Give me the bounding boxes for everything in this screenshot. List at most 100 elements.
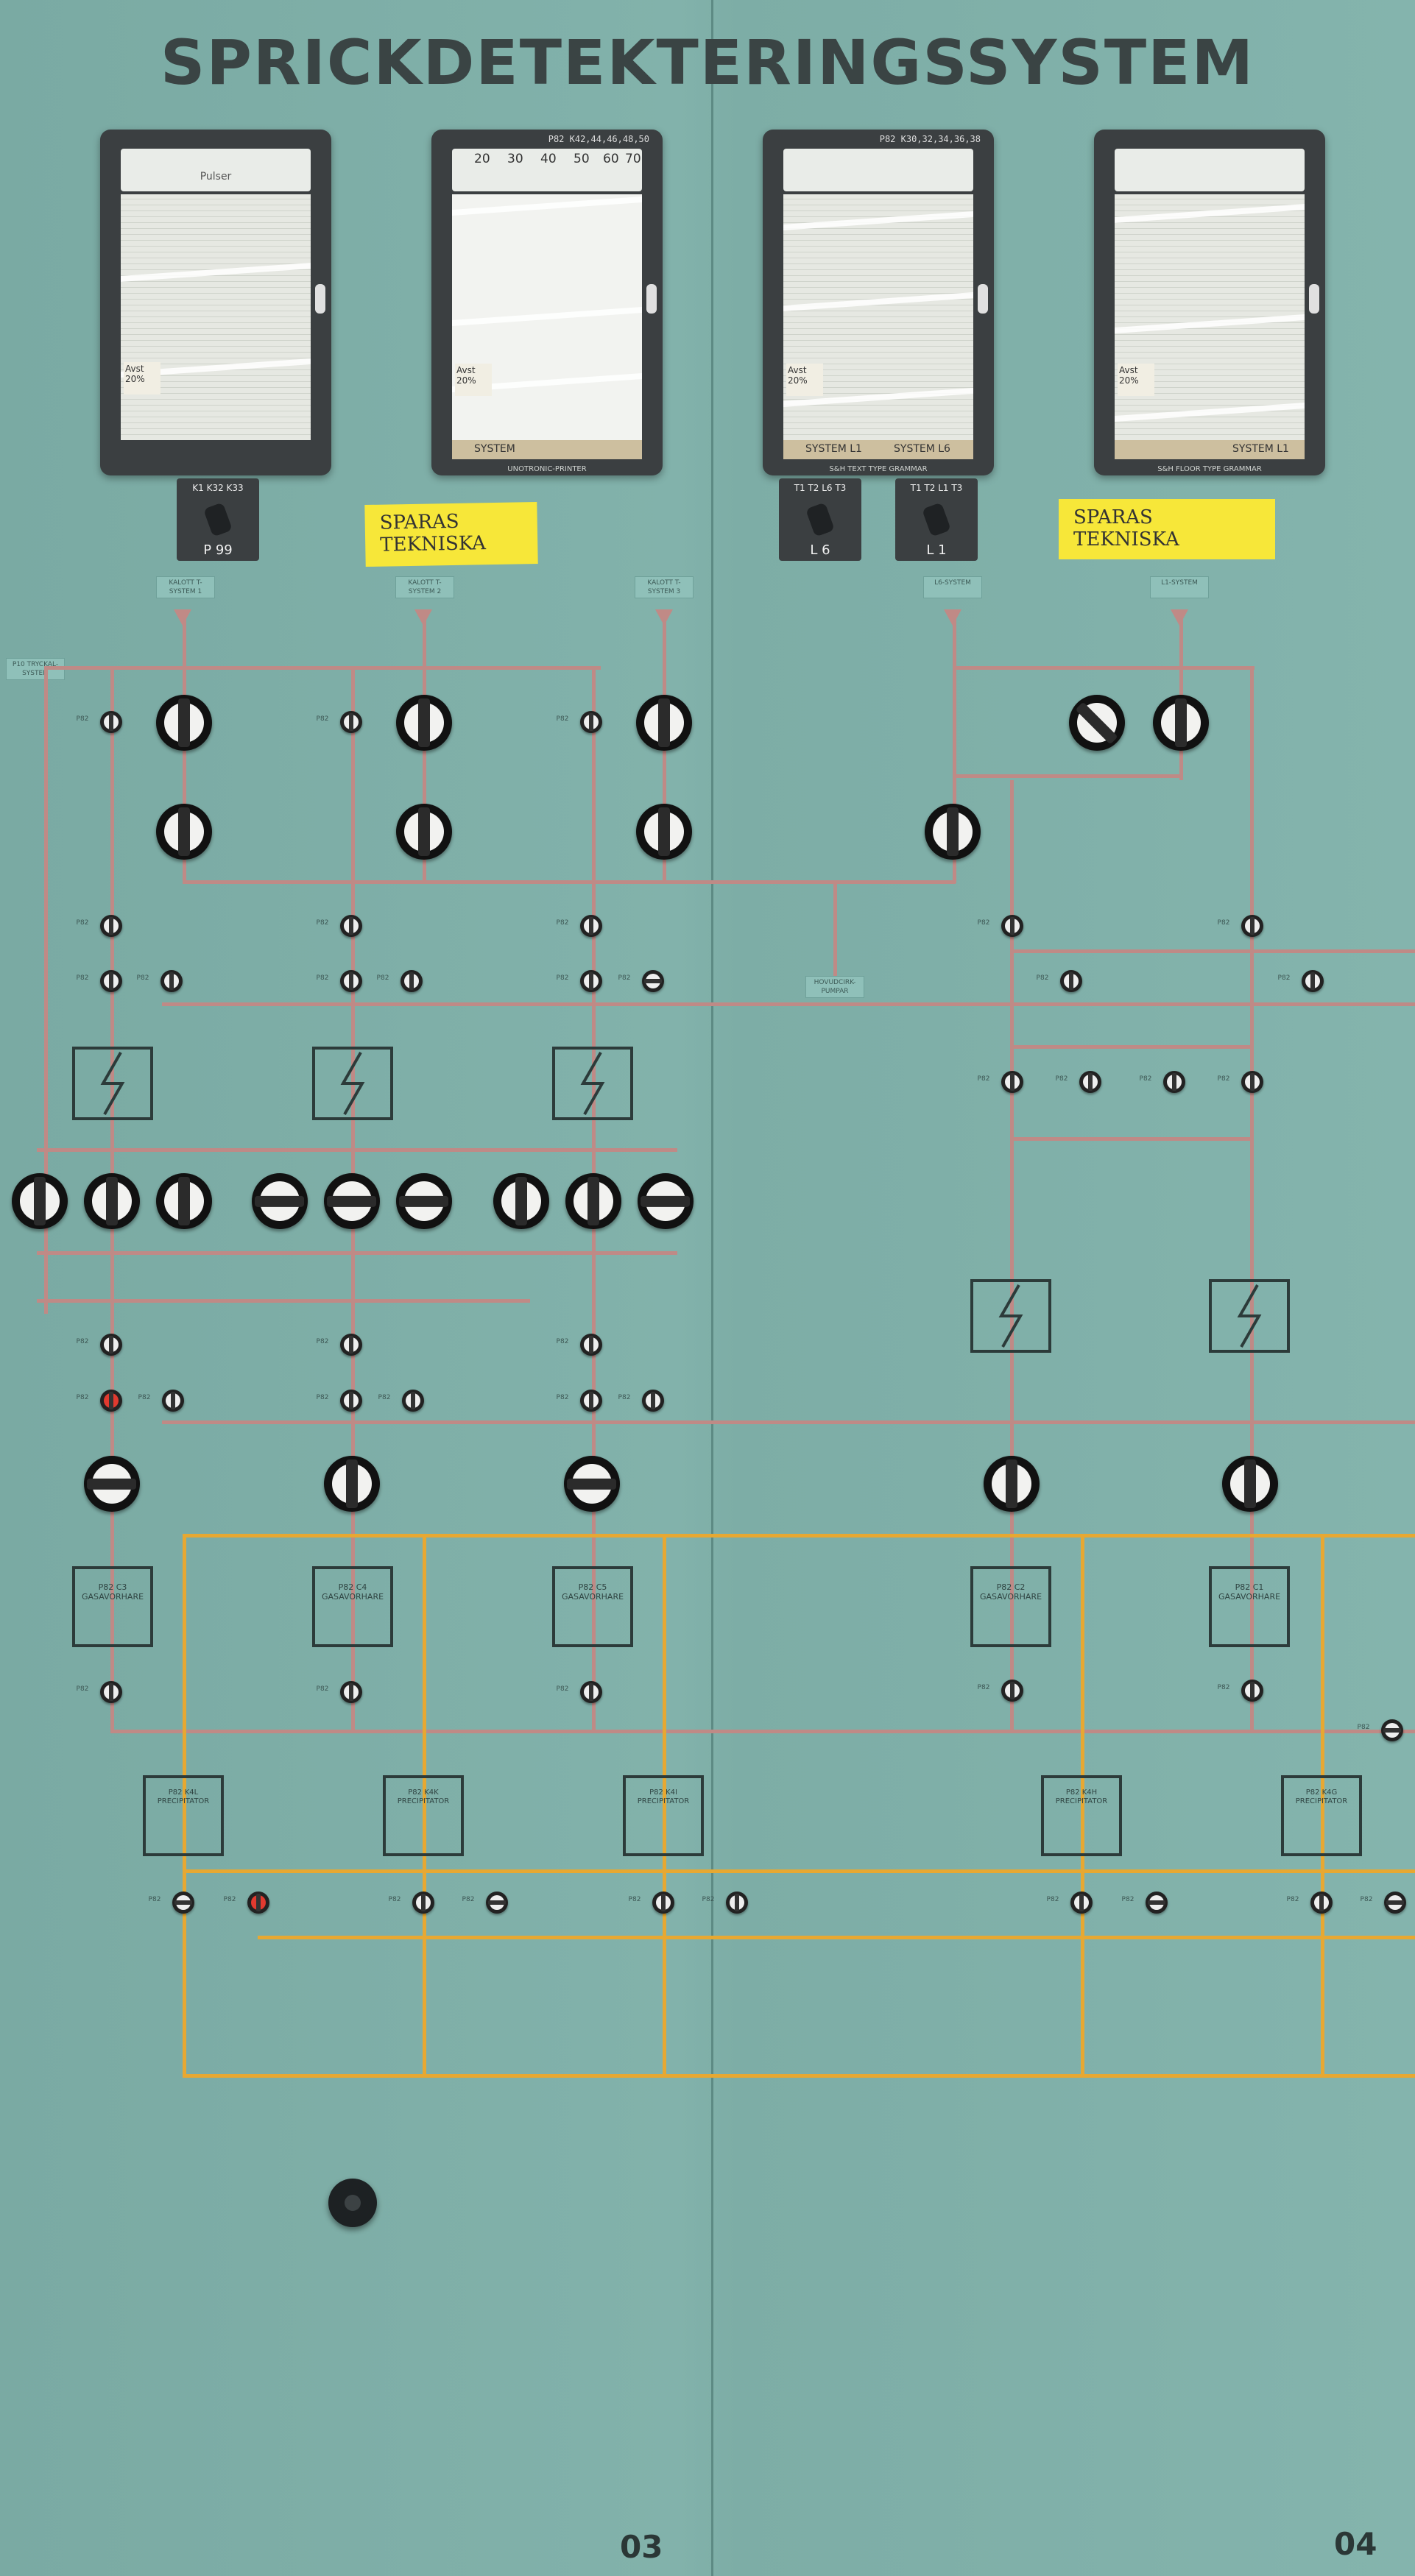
valve-tag-label: P82 [462,1896,475,1903]
valve-mid[interactable] [493,1173,549,1229]
small-valve[interactable] [486,1892,508,1914]
small-valve[interactable] [162,1390,184,1412]
valve-tag-label: P82 [618,974,631,982]
small-valve[interactable] [100,970,122,992]
small-valve[interactable] [100,915,122,937]
valve-mid[interactable] [565,1173,621,1229]
valve-upper-l6[interactable] [1069,695,1125,751]
small-valve[interactable] [1241,1071,1263,1093]
valve-mid[interactable] [638,1173,694,1229]
small-valve[interactable] [340,970,362,992]
valve-tag-label: P82 [378,1394,391,1401]
recorder-latch[interactable] [978,284,988,314]
precipitator: P82 K4K PRECIPITATOR [383,1775,464,1856]
selector-switch-l1[interactable]: T1 T2 L1 T3 L 1 [895,478,978,561]
valve-tag-label: P82 [556,1338,569,1345]
small-valve[interactable] [340,915,362,937]
small-valve[interactable] [580,1390,602,1412]
small-valve[interactable] [172,1892,194,1914]
recorder-latch[interactable] [315,284,325,314]
recorder-latch[interactable] [1309,284,1319,314]
branch-label: L1-SYSTEM [1150,576,1209,598]
small-valve[interactable] [1070,1892,1093,1914]
small-valve[interactable] [100,1334,122,1356]
small-valve[interactable] [642,970,664,992]
small-valve[interactable] [340,711,362,733]
valve-tank-inlet[interactable] [564,1456,620,1512]
selector-knob[interactable] [922,502,951,537]
valve-lower-t2[interactable] [396,804,452,860]
selector-switch-p99[interactable]: K1 K32 K33 P 99 [177,478,259,561]
precipitator: P82 K4G PRECIPITATOR [1281,1775,1362,1856]
small-valve[interactable] [160,970,183,992]
small-valve[interactable] [412,1892,434,1914]
valve-tag-label: P82 [1139,1075,1152,1083]
small-valve[interactable] [580,915,602,937]
selector-knob[interactable] [805,502,835,537]
valve-lower-t1[interactable] [156,804,212,860]
small-valve[interactable] [726,1892,748,1914]
valve-tag-label: P82 [136,974,149,982]
small-valve[interactable] [340,1334,362,1356]
small-valve[interactable] [100,1681,122,1703]
small-valve[interactable] [340,1390,362,1412]
small-valve[interactable] [1163,1071,1185,1093]
valve-tag-label: P82 [556,919,569,927]
small-valve[interactable] [1001,1680,1023,1702]
control-knob[interactable] [328,2179,377,2227]
valve-tank-inlet[interactable] [984,1456,1040,1512]
valve-tank-inlet[interactable] [324,1456,380,1512]
small-valve-red[interactable] [247,1892,269,1914]
small-valve[interactable] [340,1681,362,1703]
small-valve[interactable] [580,1334,602,1356]
valve-tag-label: P82 [316,919,329,927]
small-valve[interactable] [1001,915,1023,937]
valve-tag-label: P82 [1036,974,1049,982]
valve-mid[interactable] [84,1173,140,1229]
valve-mid[interactable] [156,1173,212,1229]
valve-tank-inlet[interactable] [84,1456,140,1512]
valve-tag-label: P82 [1357,1724,1370,1731]
small-valve[interactable] [580,970,602,992]
recorder-chart-paper [783,194,973,440]
valve-mid[interactable] [324,1173,380,1229]
small-valve[interactable] [400,970,423,992]
small-valve[interactable] [1302,970,1324,992]
valve-upper-t1[interactable] [156,695,212,751]
small-valve[interactable] [652,1892,674,1914]
small-valve[interactable] [1381,1719,1403,1741]
valve-mid[interactable] [396,1173,452,1229]
valve-tag-label: P82 [1217,1684,1230,1691]
valve-lower-t3[interactable] [636,804,692,860]
valve-lower-l6[interactable] [925,804,981,860]
small-valve[interactable] [642,1390,664,1412]
recorder-latch[interactable] [646,284,657,314]
valve-mid[interactable] [252,1173,308,1229]
valve-upper-l1[interactable] [1153,695,1209,751]
valve-tag-label: P82 [376,974,389,982]
small-valve[interactable] [1079,1071,1101,1093]
small-valve[interactable] [100,711,122,733]
valve-tag-label: P82 [977,1684,990,1691]
degasser-tank: P82 C4 GASAVORHARE [312,1566,393,1647]
small-valve[interactable] [580,1681,602,1703]
valve-upper-t3[interactable] [636,695,692,751]
valve-mid[interactable] [12,1173,68,1229]
recorder-tag: Avst 20% [124,362,160,394]
small-valve[interactable] [1146,1892,1168,1914]
small-valve[interactable] [580,711,602,733]
small-valve[interactable] [1384,1892,1406,1914]
small-valve[interactable] [1310,1892,1333,1914]
valve-tank-inlet[interactable] [1222,1456,1278,1512]
small-valve[interactable] [1241,1680,1263,1702]
valve-tag-label: P82 [76,1338,89,1345]
small-valve[interactable] [1060,970,1082,992]
selector-switch-l6[interactable]: T1 T2 L6 T3 L 6 [779,478,861,561]
valve-upper-t2[interactable] [396,695,452,751]
selector-knob[interactable] [203,502,233,537]
small-valve[interactable] [402,1390,424,1412]
small-valve[interactable] [1241,915,1263,937]
small-valve[interactable] [1001,1071,1023,1093]
small-valve-red[interactable] [100,1390,122,1412]
recorder-tag: Avst 20% [455,364,492,396]
